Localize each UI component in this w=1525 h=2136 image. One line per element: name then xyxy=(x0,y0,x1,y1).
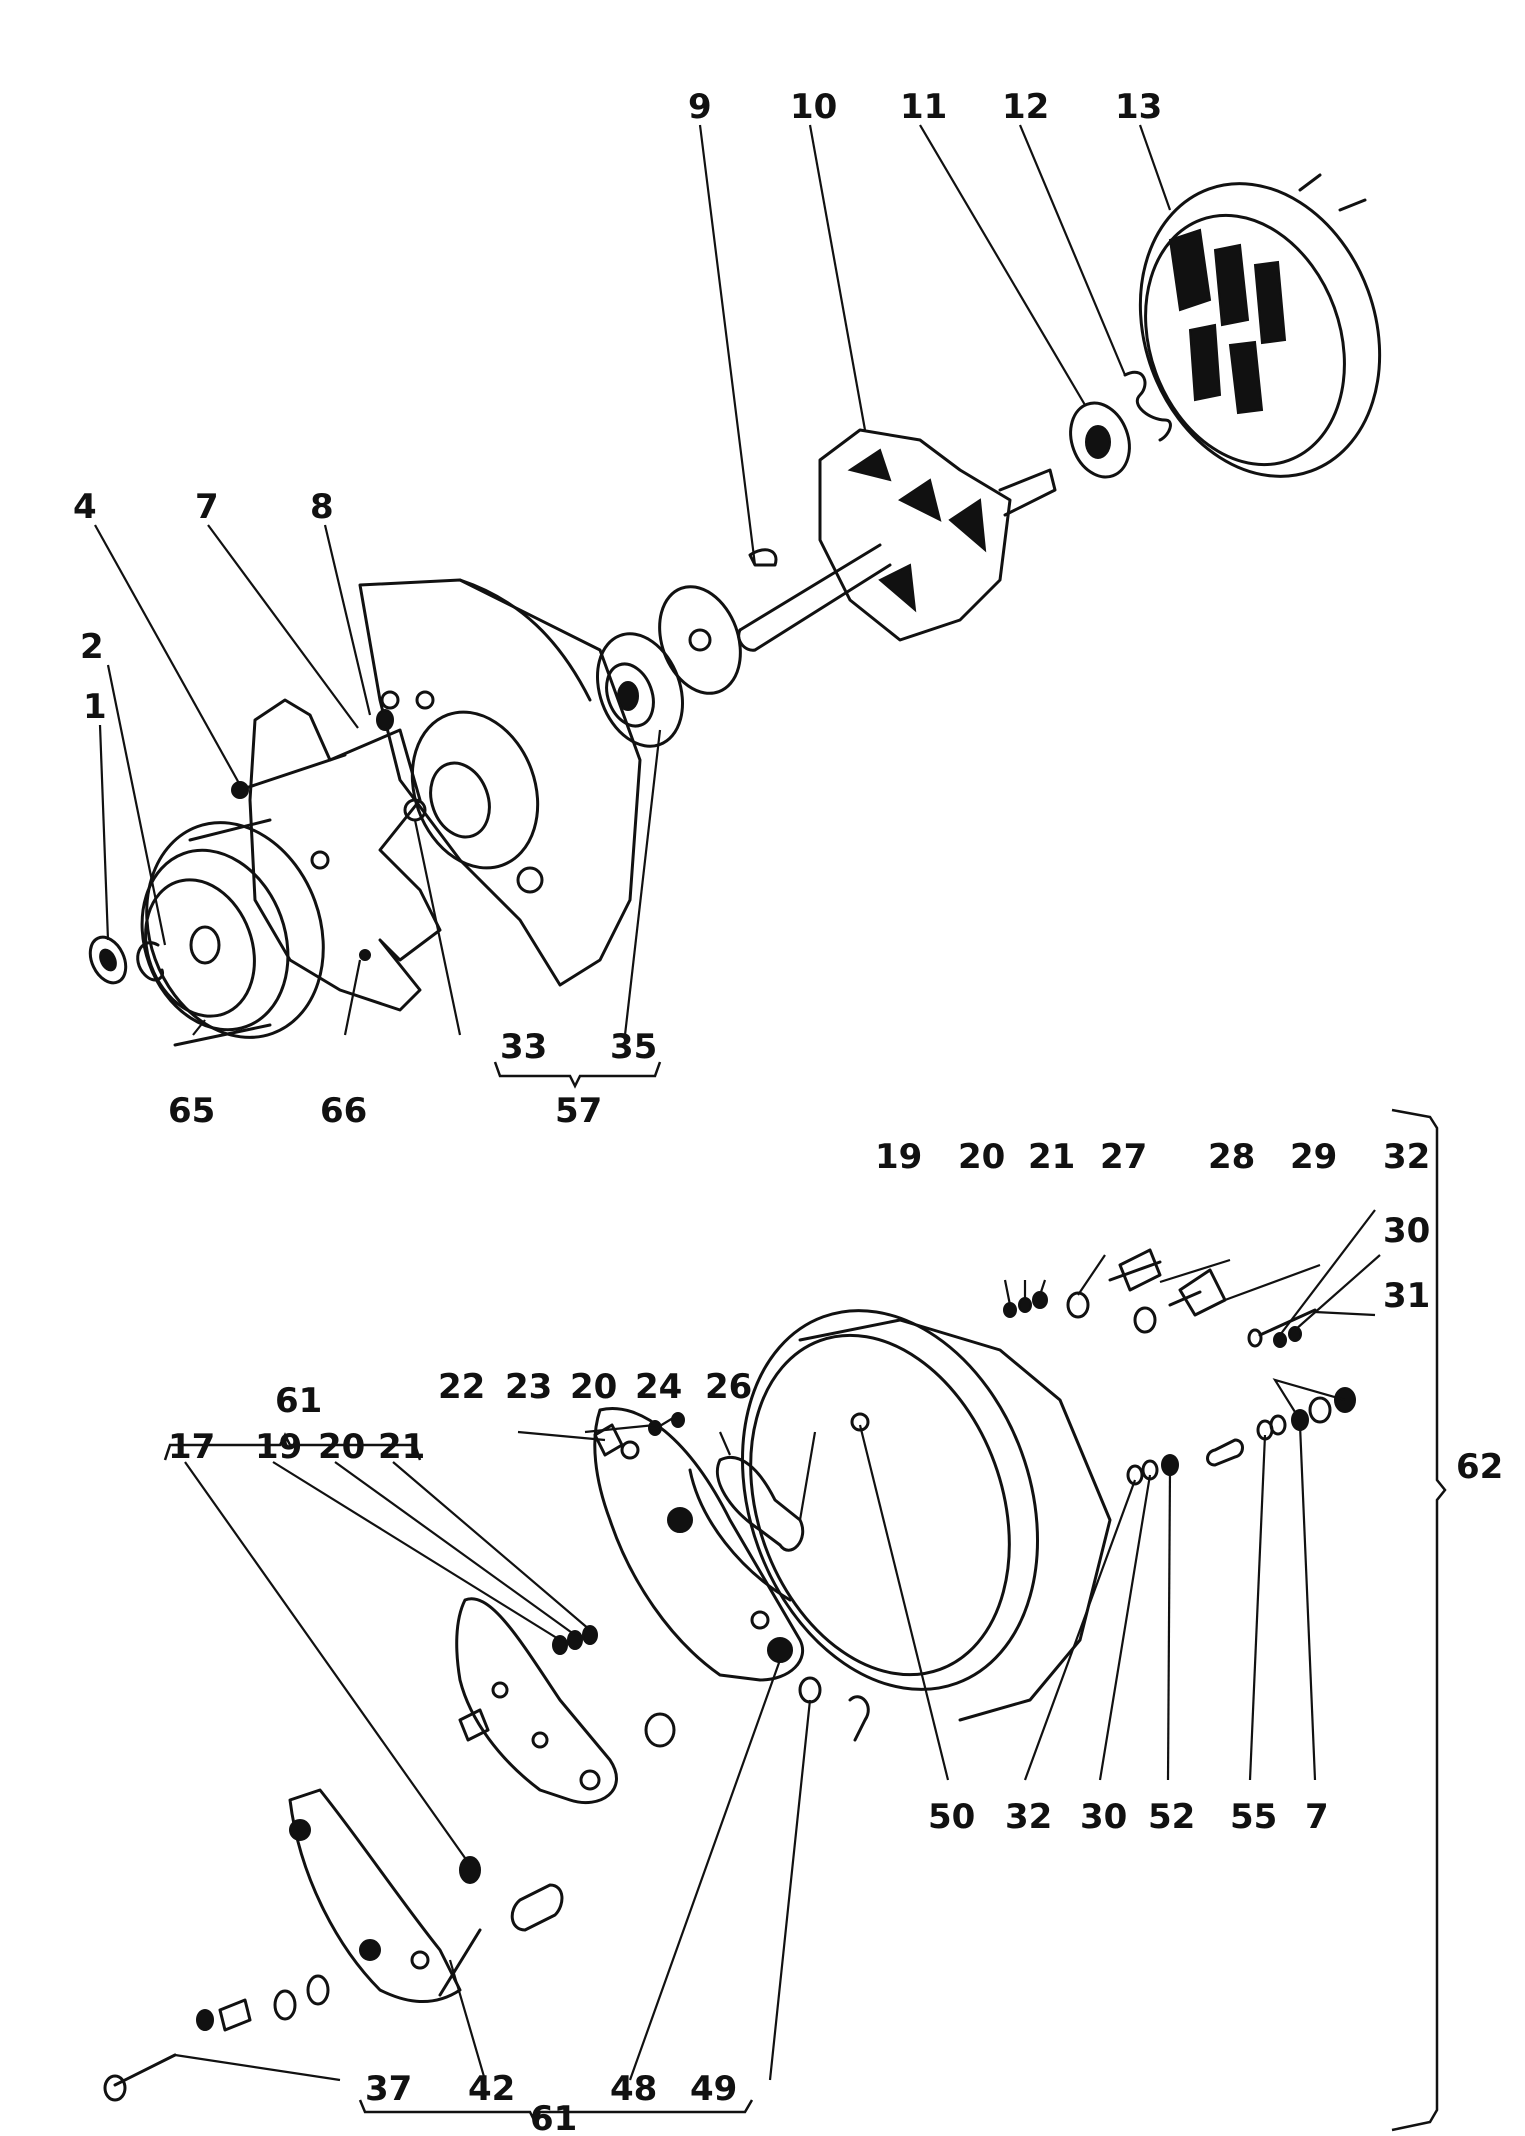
callout-49: 49 xyxy=(690,2069,737,2109)
callout-7-bottom: 7 xyxy=(1305,1797,1329,1837)
callout-19-top: 19 xyxy=(875,1137,922,1177)
drive-end-housing-part xyxy=(358,578,642,987)
callout-4: 4 xyxy=(73,487,97,527)
callout-48: 48 xyxy=(610,2069,657,2109)
callout-11: 11 xyxy=(900,87,947,127)
callout-62: 62 xyxy=(1456,1447,1503,1487)
callout-7-top: 7 xyxy=(195,487,219,527)
callout-26: 26 xyxy=(705,1367,752,1407)
callout-19-left: 19 xyxy=(255,1427,302,1467)
long-screw-part xyxy=(103,2053,177,2102)
rectifier-plate-lower-part xyxy=(455,1597,618,1805)
pulley-part xyxy=(140,818,325,1047)
callout-29: 29 xyxy=(1290,1137,1337,1177)
washers-right-part xyxy=(1126,1387,1356,1486)
stud-bolt-part xyxy=(231,753,347,799)
callout-17: 17 xyxy=(168,1427,215,1467)
callout-50: 50 xyxy=(928,1797,975,1837)
callout-61-top: 61 xyxy=(275,1381,322,1421)
diode-and-spacers-part xyxy=(458,1412,870,1748)
terminal-bolts-part xyxy=(1108,1248,1317,1348)
screw-part xyxy=(376,709,394,731)
brush-holder-part xyxy=(688,1455,805,1602)
callout-12: 12 xyxy=(1002,87,1049,127)
callout-20-left: 20 xyxy=(318,1427,365,1467)
stator-part xyxy=(1138,173,1382,478)
callout-30-top: 30 xyxy=(1383,1211,1430,1251)
drive-bearing-part xyxy=(595,632,685,748)
lower-hardware-part xyxy=(196,1974,330,2032)
retainer-plate-part xyxy=(658,585,742,695)
fan-plate-part xyxy=(248,698,442,1012)
rotor-part xyxy=(737,428,1057,652)
callout-57: 57 xyxy=(555,1091,602,1131)
callout-1: 1 xyxy=(83,687,107,727)
callout-37: 37 xyxy=(365,2069,412,2109)
bush-and-bolt-part xyxy=(438,1856,564,1997)
group-brackets xyxy=(163,1061,1447,2132)
callout-20-top: 20 xyxy=(958,1137,1005,1177)
callout-61-bottom: 61 xyxy=(530,2099,577,2136)
callout-52: 52 xyxy=(1148,1797,1195,1837)
callout-21-left: 21 xyxy=(378,1427,425,1467)
callout-2: 2 xyxy=(80,627,104,667)
callout-35: 35 xyxy=(610,1027,657,1067)
callout-55: 55 xyxy=(1230,1797,1277,1837)
callout-labels: 9 10 11 12 13 4 7 8 2 1 65 66 33 35 57 1… xyxy=(73,87,1503,2136)
slip-ring-housing-part xyxy=(741,1309,1112,1722)
spring-clip-part xyxy=(1123,371,1172,442)
callout-28: 28 xyxy=(1208,1137,1255,1177)
leader-lines xyxy=(94,124,1381,2082)
heatsink-bracket-part xyxy=(288,1788,462,2004)
callout-42: 42 xyxy=(468,2069,515,2109)
callout-33: 33 xyxy=(500,1027,547,1067)
callout-22: 22 xyxy=(438,1367,485,1407)
rectifier-plate-upper-part xyxy=(593,1407,804,1682)
woodruff-key-part xyxy=(748,548,778,567)
callout-32-top: 32 xyxy=(1383,1137,1430,1177)
nut-part xyxy=(88,935,128,985)
callout-65: 65 xyxy=(168,1091,215,1131)
callout-32-bottom: 32 xyxy=(1005,1797,1052,1837)
callout-20-mid: 20 xyxy=(570,1367,617,1407)
callout-21-top: 21 xyxy=(1028,1137,1075,1177)
callout-13: 13 xyxy=(1115,87,1162,127)
callout-23: 23 xyxy=(505,1367,552,1407)
callout-24: 24 xyxy=(635,1367,682,1407)
callout-31: 31 xyxy=(1383,1276,1430,1316)
callout-8: 8 xyxy=(310,487,334,527)
washers-upper-part xyxy=(1003,1291,1302,1348)
slip-ring-bearing-part xyxy=(1069,401,1131,479)
callout-10: 10 xyxy=(790,87,837,127)
callout-9: 9 xyxy=(688,87,712,127)
callout-30-bottom: 30 xyxy=(1080,1797,1127,1837)
callout-66: 66 xyxy=(320,1091,367,1131)
callout-27: 27 xyxy=(1100,1137,1147,1177)
